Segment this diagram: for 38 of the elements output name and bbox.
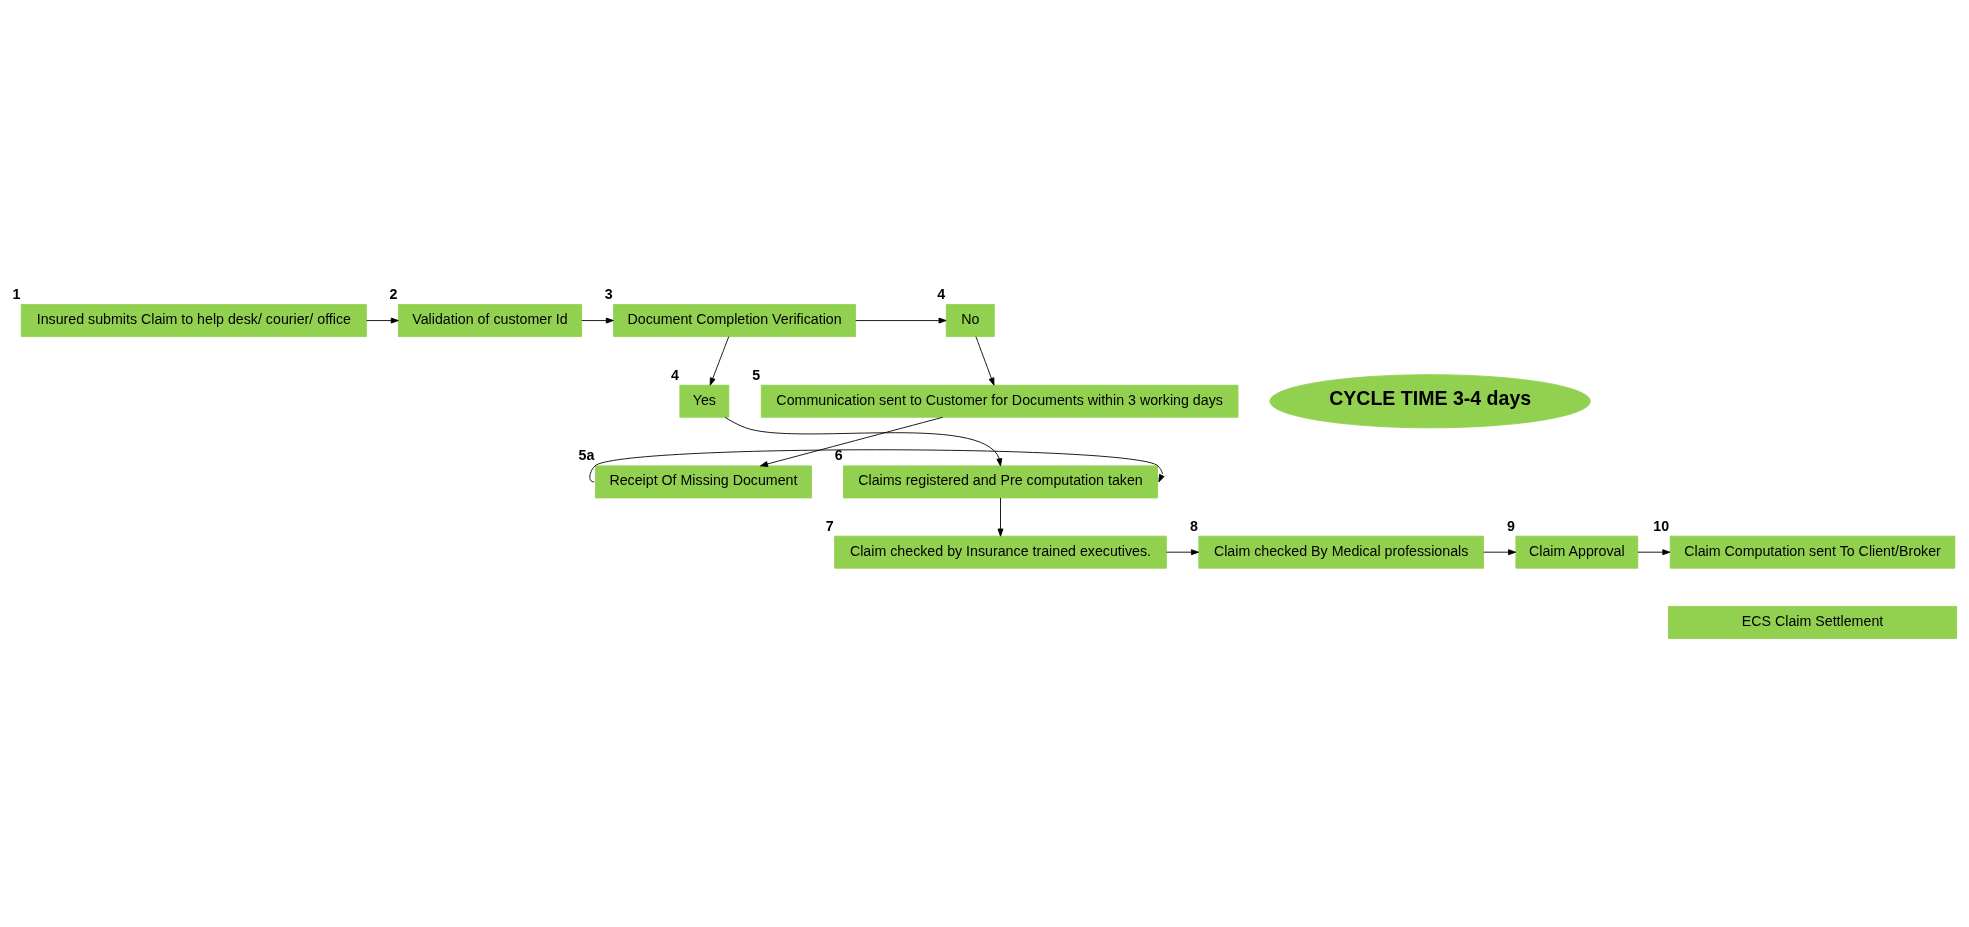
- node-box: Validation of customer Id: [397, 304, 583, 338]
- node-box: Yes: [679, 384, 730, 418]
- node-box: Claim Approval: [1515, 535, 1639, 569]
- node-label: 7: [825, 517, 834, 534]
- arrow: [1637, 549, 1671, 556]
- arrow: [709, 336, 730, 386]
- node-box: Claim Computation sent To Client/Broker: [1669, 535, 1956, 569]
- node-box: Claims registered and Pre computation taken: [843, 465, 1158, 499]
- arrow: [581, 317, 614, 324]
- node-label: 4: [937, 286, 946, 303]
- node-box: Communication sent to Customer for Documents within 3 working days: [760, 384, 1239, 418]
- arrow: [759, 416, 943, 467]
- arrow: [997, 497, 1004, 537]
- node-label: 5a: [578, 447, 595, 464]
- arrow: [975, 336, 995, 386]
- node-box: Insured submits Claim to help desk/ courier/ office: [20, 304, 367, 338]
- arrow: [589, 449, 1165, 483]
- node-label: 9: [1507, 517, 1515, 534]
- node-box: ECS Claim Settlement: [1668, 605, 1958, 639]
- node-box: Document Completion Verification: [613, 304, 856, 338]
- arrow: [855, 317, 947, 324]
- arrow: [724, 416, 1003, 467]
- node-box: Claim checked by Insurance trained executives.: [834, 535, 1167, 569]
- arrow: [366, 317, 399, 324]
- node-box: No: [945, 304, 995, 338]
- node-label: 8: [1189, 517, 1198, 534]
- node-label: 2: [389, 286, 398, 303]
- arrow: [1166, 549, 1199, 556]
- arrow: [1483, 549, 1517, 556]
- node-box: Claim checked By Medical professionals: [1198, 535, 1484, 569]
- node-box: Receipt Of Missing Document: [594, 465, 812, 499]
- node-label: 10: [1653, 517, 1670, 534]
- node-label: 6: [834, 447, 843, 464]
- node-label: 3: [604, 286, 613, 303]
- node-ellipse: CYCLE TIME 3-4 days: [1269, 374, 1591, 429]
- node-label: 5: [752, 366, 761, 383]
- node-label: 1: [12, 286, 21, 303]
- node-label: 4: [670, 366, 679, 383]
